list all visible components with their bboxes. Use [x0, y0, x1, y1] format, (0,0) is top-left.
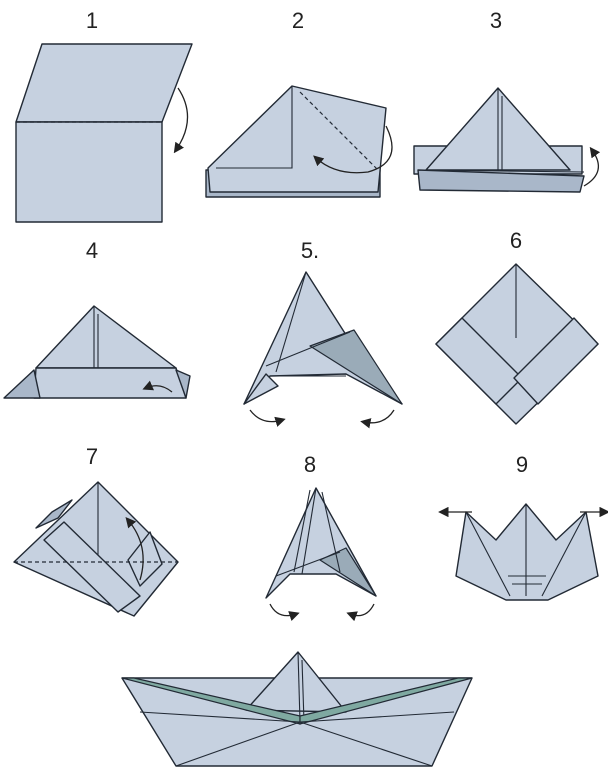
step-7: 7 — [13, 444, 179, 617]
finished-paper-boat — [121, 651, 473, 767]
step-7-number: 7 — [86, 444, 98, 469]
step-5-left-arrow — [249, 409, 286, 427]
step-5-number: 5. — [301, 238, 319, 263]
step-4-paper — [3, 305, 191, 399]
step-9: 9 — [438, 452, 608, 601]
step-3-paper — [413, 87, 585, 193]
step-3: 3 — [413, 8, 601, 193]
step-9-paper — [455, 503, 599, 601]
step-4-number: 4 — [86, 238, 98, 263]
step-6-paper — [435, 263, 599, 425]
step-2: 2 — [205, 8, 393, 198]
boat-sail — [245, 651, 347, 713]
step-5: 5. — [243, 238, 403, 429]
step-5-right-arrow — [360, 409, 395, 429]
boat-trim-right — [299, 677, 473, 725]
step-1: 1 — [15, 8, 193, 223]
step-4: 4 — [3, 238, 191, 399]
step-8-number: 8 — [304, 452, 316, 477]
step-8-paper — [265, 487, 377, 599]
step-9-number: 9 — [516, 452, 528, 477]
step-1-number: 1 — [86, 8, 98, 33]
step-1-paper — [15, 43, 193, 223]
step-4-fold-arrow — [142, 380, 173, 393]
step-2-fold-arrow — [313, 125, 393, 174]
step-8-right-arrow — [346, 603, 375, 622]
step-6-number: 6 — [510, 228, 522, 253]
step-7-paper — [13, 481, 179, 617]
step-2-number: 2 — [292, 8, 304, 33]
step-6: 6 — [435, 228, 599, 425]
step-2-paper — [205, 85, 387, 198]
step-5-paper — [243, 271, 403, 405]
step-8: 8 — [265, 452, 377, 622]
step-3-number: 3 — [490, 8, 502, 33]
step-1-fold-arrow — [173, 87, 189, 154]
step-8-left-arrow — [269, 603, 300, 621]
step-7-fold-arrow — [125, 517, 144, 581]
step-3-fold-arrow — [583, 146, 601, 187]
